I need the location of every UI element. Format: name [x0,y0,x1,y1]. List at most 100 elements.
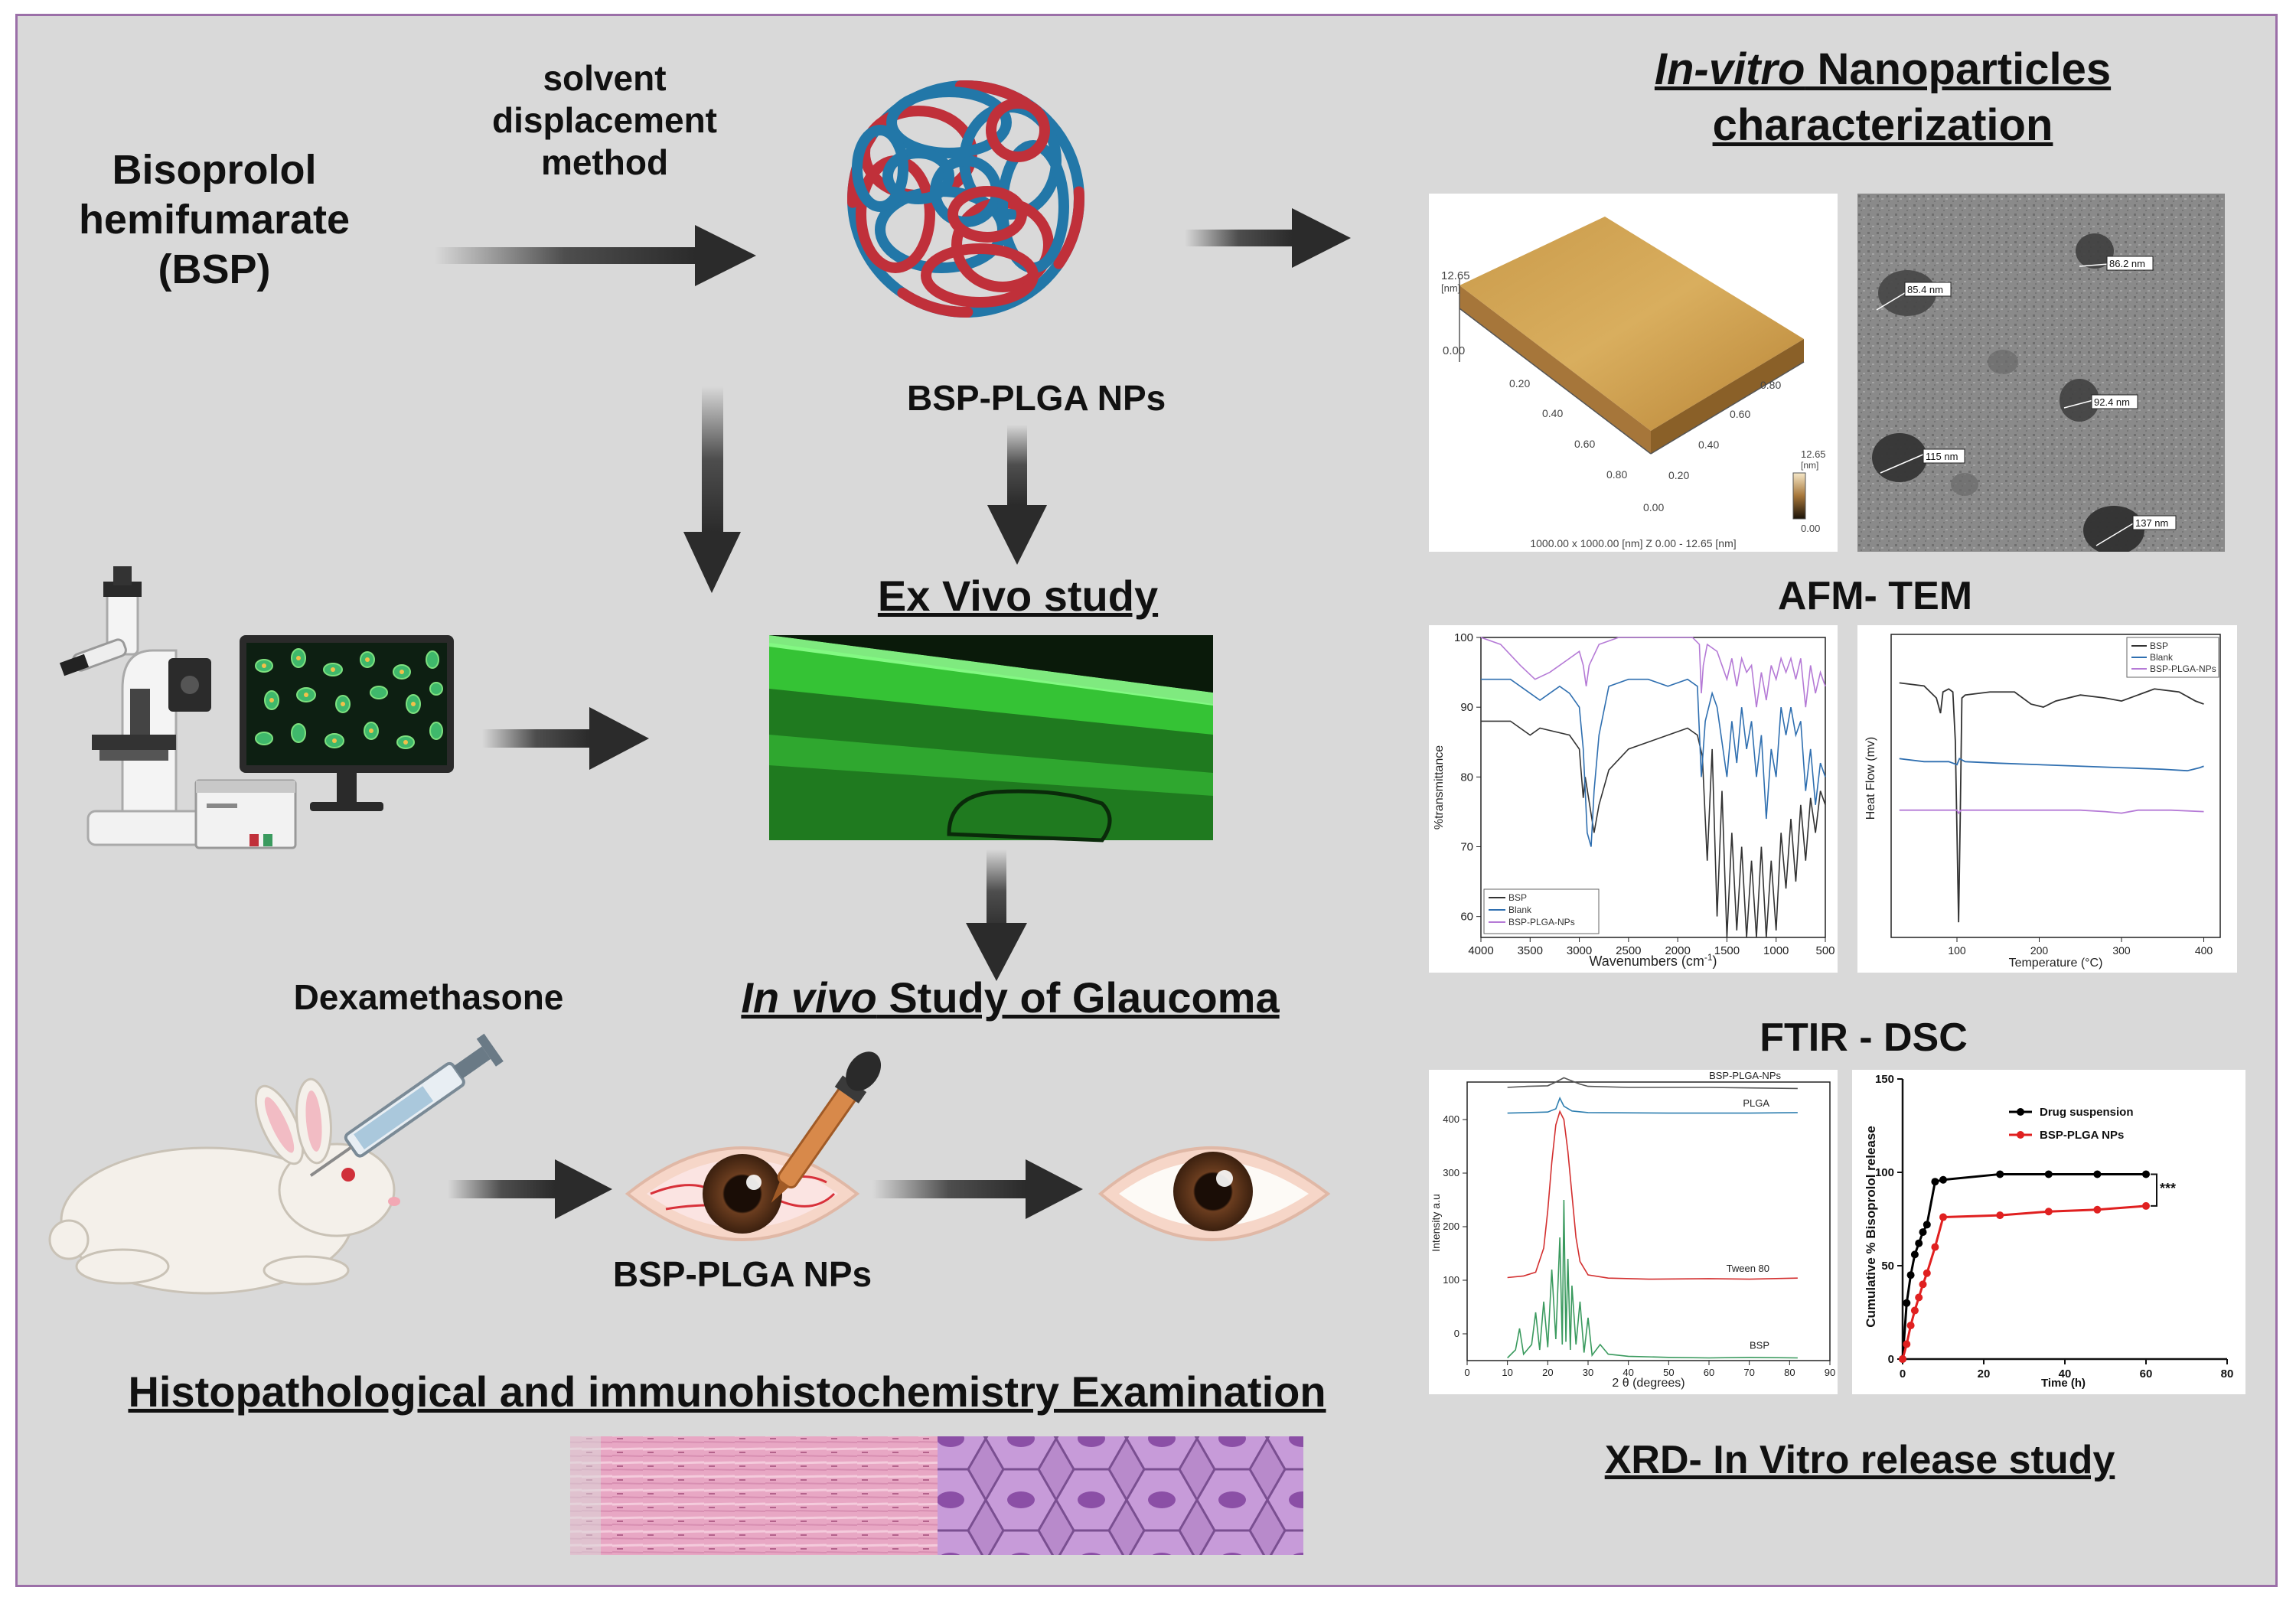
ftir-legend-0: BSP [1508,892,1527,903]
dsc-xtick-label-2: 300 [2112,944,2131,957]
ftir-xtick-label-7: 500 [1815,944,1835,957]
xrd-series-3 [1507,1199,1798,1359]
arrow-eye-head [1026,1159,1083,1219]
afm-tick-r-1: 0.60 [1730,408,1750,420]
dsc-legend-2: BSP-PLGA-NPs [2150,663,2216,674]
release-xtick-label-4: 80 [2221,1367,2234,1380]
ftir-ytick-label-3: 70 [1460,840,1473,853]
release-point-1-10 [2044,1208,2053,1216]
arrow-exvivo-to-invivo-shaft [987,849,1006,934]
afm-panel: 12.65 [nm] 0.00 0.20 0.40 0.60 0.80 0.80… [1429,194,1838,552]
tem-panel: 85.4 nm 86.2 nm 92.4 nm 115 nm 137 nm [1857,194,2225,552]
xrd-ytick-label-3: 300 [1443,1167,1459,1178]
tem-label-1: 86.2 nm [2109,258,2145,269]
tem-label-3: 115 nm [1926,451,1958,462]
xrd-xtick-label-7: 70 [1743,1367,1754,1378]
invivo-italic: In vivo [741,973,877,1022]
ftir-series-2 [1480,637,1826,708]
dropper-icon [771,1051,882,1203]
xrd-series-1 [1507,1097,1798,1114]
exvivo-title: Ex Vivo study [877,572,1159,620]
afm-cbar-unit: [nm] [1801,460,1818,471]
xrd-xtick-label-6: 60 [1704,1367,1714,1378]
dsc-series-0 [1899,682,2204,923]
afm-cbar-top: 12.65 [1801,448,1826,460]
dsc-legend-1: Blank [2150,652,2174,663]
ftir-xtick-label-4: 2000 [1665,944,1690,957]
nps-label: BSP-PLGA NPs [907,378,1166,418]
release-legend-1: BSP-PLGA NPs [2040,1129,2124,1142]
ftir-xlabel-sup: -1 [1704,952,1713,963]
release-point-0-12 [2142,1170,2150,1178]
histo-title: Histopathological and immunohistochemist… [128,1367,1326,1416]
bsp-label: Bisoprolol hemifumarate (BSP) [78,147,351,292]
release-xtick-label-0: 0 [1900,1367,1906,1380]
ftir-xtick-label-6: 1000 [1763,944,1789,957]
xrd-ytick-label-4: 400 [1443,1113,1459,1125]
tem-image: 85.4 nm 86.2 nm 92.4 nm 115 nm 137 nm [1857,194,2225,552]
healthy-eye-icon [1097,1146,1331,1241]
afm-tick-l-3: 0.80 [1606,468,1627,481]
release-ytick-label-0: 0 [1888,1353,1894,1366]
controller-box-icon [194,779,297,849]
release-point-0-3 [1910,1250,1919,1259]
release-point-0-11 [2093,1170,2102,1178]
ftir-legend-box [1483,888,1600,934]
invivo-rest: Study of Glaucoma [876,973,1280,1022]
afm-tick-r-0: 0.80 [1760,379,1781,391]
xrd-ytick-label-0: 0 [1454,1328,1459,1339]
release-point-1-2 [1906,1322,1915,1330]
ftir-xlabel-main: Wavenumbers (cm [1589,953,1704,969]
dsc-xlabel: Temperature (°C) [2009,957,2103,970]
release-point-0-7 [1931,1178,1939,1186]
arrow-eye-shaft [872,1180,1026,1198]
release-point-0-2 [1906,1271,1915,1279]
ftir-xtick-label-3: 2500 [1616,944,1641,957]
tem-label-2: 92.4 nm [2094,396,2130,408]
xrd-series-0 [1507,1077,1798,1090]
release-point-0-9 [1996,1170,2004,1178]
ftir-xlabel: Wavenumbers (cm-1) [1589,952,1717,969]
red-eye-icon [625,1146,860,1241]
xrd-release-label: XRD- In Vitro release study [1604,1438,2115,1482]
xrd-xlabel: 2 θ (degrees) [1612,1377,1684,1390]
xrd-xtick-label-3: 30 [1583,1367,1593,1378]
ftir-dsc-label: FTIR - DSC [1760,1015,1968,1060]
xrd-series-label-2: Tween 80 [1727,1263,1769,1274]
exvivo-confocal-image [769,635,1213,843]
tem-label-4: 137 nm [2135,517,2168,529]
ftir-xtick-label-5: 1500 [1714,944,1740,957]
nps-label-2: BSP-PLGA NPs [612,1254,872,1294]
xrd-ylabel: Intensity a.u [1430,1194,1442,1252]
microscope-icon [59,566,250,846]
dexamethasone-label: Dexamethasone [293,977,564,1017]
xrd-series-label-0: BSP-PLGA-NPs [1709,1070,1781,1081]
title-line1-rest: Nanoparticles [1805,44,2112,94]
ftir-xtick-label-0: 4000 [1468,944,1493,957]
xrd-xtick-label-4: 40 [1623,1367,1633,1378]
release-point-1-0 [1899,1355,1906,1363]
afm-tick-l-1: 0.40 [1542,407,1563,419]
release-point-1-4 [1915,1293,1923,1302]
arrow-exvivo-to-invivo-head [966,923,1027,981]
arrow-rabbit-shaft [448,1180,555,1198]
xrd-xtick-label-8: 80 [1784,1367,1795,1378]
afm-tick-r-3: 0.20 [1668,469,1689,481]
xrd-xtick-label-5: 50 [1663,1367,1674,1378]
release-point-0-1 [1903,1299,1911,1307]
ftir-legend-2: BSP-PLGA-NPs [1508,917,1575,927]
release-point-1-7 [1931,1243,1939,1251]
xrd-series-2 [1507,1110,1798,1280]
afm-footer: 1000.00 x 1000.00 [nm] Z 0.00 - 12.65 [n… [1530,537,1736,549]
release-point-0-4 [1915,1239,1923,1247]
release-xtick-label-2: 40 [2059,1367,2072,1380]
ftir-legend-1: Blank [1508,905,1532,915]
afm-colorbar [1792,472,1806,520]
histology-image [570,1436,1303,1555]
release-significance-bracket [2151,1173,2157,1207]
release-series-0 [1901,1172,2146,1360]
arrow-nps-to-exvivo-shaft [1007,425,1027,505]
ftir-ytick-label-4: 60 [1460,911,1473,924]
